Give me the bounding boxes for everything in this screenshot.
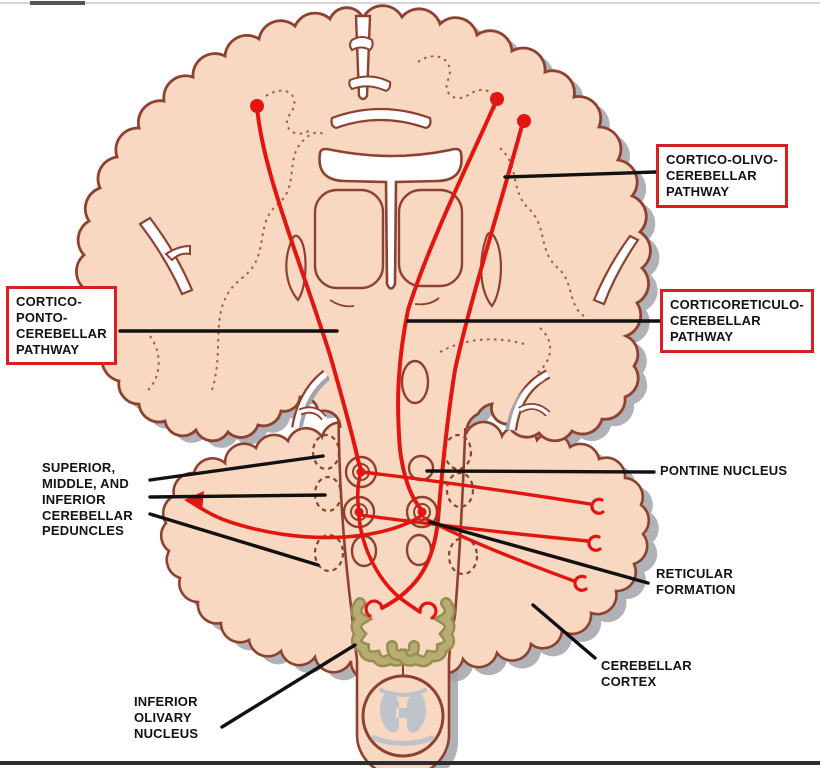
olive-hook-left (364, 599, 384, 618)
label-inferior-olivary-nucleus: INFERIOR OLIVARY NUCLEUS (134, 694, 199, 741)
spinal-cord-cross-section (361, 674, 445, 758)
peduncle-dashed-oval-right-3 (447, 536, 479, 576)
fan-line-2 (358, 513, 590, 543)
left-cerebellum-line (190, 500, 423, 540)
leader-peduncles-2 (148, 493, 327, 499)
label-reticular-formation: RETICULAR FORMATION (656, 566, 736, 597)
red-pathways (184, 92, 605, 620)
leader-lines (118, 170, 664, 729)
cortex-origin-dot-right-2 (517, 114, 531, 128)
label-cerebellar-cortex: CEREBELLAR CORTEX (601, 658, 692, 689)
synapse-dot-1 (356, 467, 366, 477)
gyri-dashed-lines (145, 55, 585, 393)
cortico-olivo-pathway-line (380, 116, 526, 610)
top-border-segment (30, 1, 85, 5)
peduncle-dashed-oval-right-1 (443, 433, 473, 471)
label-cerebellar-peduncles: SUPERIOR, MIDDLE, AND INFERIOR CEREBELLA… (42, 460, 133, 539)
corpus-callosum-slit (330, 107, 432, 130)
olivary-crossing-line (357, 515, 422, 614)
label-pontine-nucleus: PONTINE NUCLEUS (660, 463, 788, 478)
cortex-origin-dot-left (250, 99, 264, 113)
cingulate-slit-upper (349, 36, 374, 52)
sylvian-fissure-left (291, 370, 330, 429)
leader-peduncles-3 (148, 512, 320, 567)
cerebrum-internal-structures (138, 14, 640, 431)
leader-reticular-formation (428, 520, 650, 585)
synapse-dot-2 (354, 507, 364, 517)
leader-peduncles-1 (148, 454, 325, 482)
corticoreticulo-pathway-line (396, 97, 499, 510)
cord-gray-matter (380, 690, 426, 733)
peduncle-dashed-oval-left-2 (313, 475, 343, 513)
inferior-olivary-nucleus-right (386, 597, 456, 668)
fan-hook-2 (587, 534, 602, 552)
fan-hook-3 (573, 574, 588, 592)
label-corticoreticulo-cerebellar-pathway: CORTICORETICULO- CEREBELLAR PATHWAY (660, 289, 814, 353)
top-border-line (0, 2, 820, 4)
leader-pontine-nucleus (425, 469, 656, 474)
lateral-ventricles (318, 147, 463, 290)
peduncle-dashed-oval-right-2 (445, 471, 475, 509)
fan-line-1 (360, 470, 592, 506)
midbrain-oval (400, 359, 430, 405)
thalamus-left (313, 188, 385, 290)
sylvian-fissure-outer-left (138, 216, 194, 296)
fan-hook-1 (590, 497, 605, 515)
leader-inferior-olivary (220, 643, 357, 729)
label-cortico-ponto-cerebellar-pathway: CORTICO- PONTO- CEREBELLAR PATHWAY (6, 286, 117, 366)
cortex-origin-dot-right-1 (490, 92, 504, 106)
leader-cortico-olivo (503, 170, 658, 179)
peduncle-dashed-oval-left-1 (311, 433, 341, 471)
label-cortico-olivo-cerebellar-pathway: CORTICO-OLIVO- CEREBELLAR PATHWAY (656, 144, 788, 208)
leader-cerebellar-cortex (531, 603, 597, 660)
thalamus-right (397, 188, 464, 288)
bottom-border-line (0, 761, 820, 765)
cingulate-slit-lower (348, 75, 392, 93)
sylvian-fissure-outer-right (592, 234, 640, 306)
olive-hook-right (418, 601, 438, 620)
sylvian-fissure-right (505, 369, 551, 431)
peduncle-dashed-oval-left-3 (313, 533, 345, 573)
synapse-dot-3 (417, 507, 427, 517)
